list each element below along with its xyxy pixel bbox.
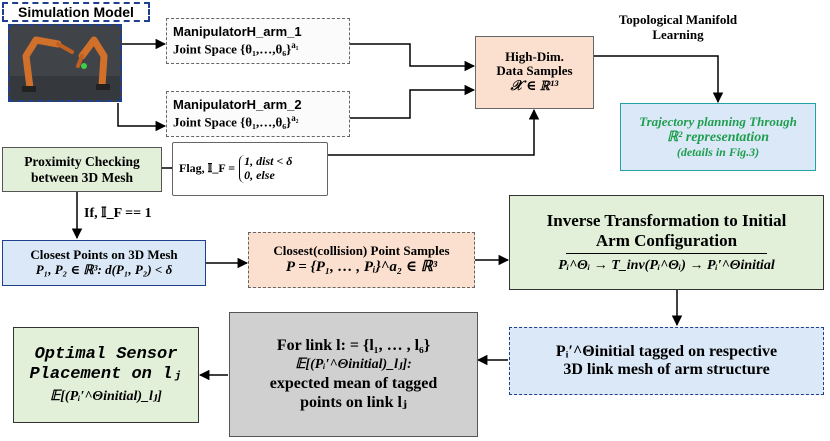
optimal-sensor-placement-box: Optimal Sensor Placement on lⱼ 𝔼[(Pᵢ′^Θi… [13,327,199,423]
arrow-arm2-to-hd [350,84,476,119]
robot-arms-render [10,26,120,100]
link-expected-mean-box: For link l: = {l₁, … , l₆} 𝔼[(Pᵢ′^Θiniti… [229,312,478,437]
arrow-flag-to-hd [328,108,540,156]
if-condition-label: If, 𝕀_F == 1 [84,205,152,221]
arrow-hd-to-traj [594,55,724,104]
simulation-model-title: Simulation Model [2,2,150,22]
tagged-mesh-box: Pᵢ′^Θinitial tagged on respective 3D lin… [509,327,824,395]
arm2-name: ManipulatorH_arm_2 [173,96,302,112]
arrow-sim-to-arm1 [117,38,167,50]
collision-samples-box: Closest(collision) Point Samples P = {P₁… [248,232,475,288]
arm2-box: ManipulatorH_arm_2 Joint Space {θ₁,…,θ₆}… [166,91,350,137]
arm1-box: ManipulatorH_arm_1 Joint Space {θ₁,…,θ₆}… [166,18,350,64]
trajectory-planning-box: Trajectory planning Through ℝ² represent… [620,103,816,171]
arrow-sim-to-arm2 [117,103,167,132]
flag-formula: Flag, 𝕀_F = 1, dist < δ 0, else [172,142,328,196]
inverse-transformation-box: Inverse Transformation to Initial Arm Co… [509,195,824,290]
arrow-arm1-to-hd [350,43,476,72]
simulation-image [8,24,122,102]
proximity-checking-box: Proximity Checking between 3D Mesh [2,147,162,192]
arm2-joint: Joint Space {θ₁,…,θ₆}a₂ [173,112,299,130]
arm1-joint: Joint Space {θ₁,…,θ₆}a₁ [173,39,299,57]
closest-points-box: Closest Points on 3D Mesh P₁, P₂ ∈ ℝ³: d… [2,240,206,286]
high-dim-data-box: High-Dim. Data Samples 𝒳 ∈ ℝ¹³ [475,36,594,109]
topological-manifold-label: Topological Manifold Learning [618,12,738,42]
arm1-name: ManipulatorH_arm_1 [173,23,302,39]
